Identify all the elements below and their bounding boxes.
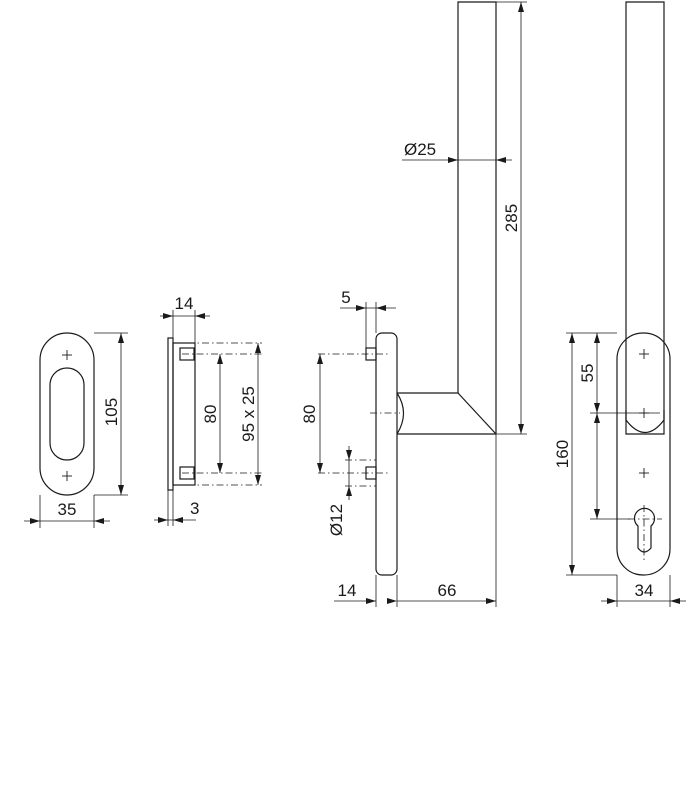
dim-label-bar-diameter: Ø25: [404, 140, 436, 159]
dim-label-plate-width: 34: [635, 581, 654, 600]
dim-label-plate-upper: 55: [578, 364, 597, 383]
dim-label-screw-diameter: Ø12: [327, 504, 346, 536]
dim-label-handle-holes: 80: [300, 405, 319, 424]
dim-label-handle-projection: 66: [438, 581, 457, 600]
plus-mark-top: [62, 350, 72, 360]
keyhole-cutout: [633, 507, 656, 553]
dim-label-side-holes: 80: [201, 405, 220, 424]
dim-label-oval-width: 35: [58, 500, 77, 519]
dim-label-side-gap: 3: [190, 499, 199, 518]
dim-label-oval-height: 105: [102, 398, 121, 426]
dim-label-bar-height: 285: [502, 204, 521, 232]
handle-front-view: 55 160 34: [553, 1, 686, 607]
dim-label-handle-offset: 5: [341, 288, 350, 307]
plus-mark-bottom: [62, 471, 72, 481]
oval-rosette-outline: [39, 332, 95, 496]
handle-backplate: [375, 332, 398, 576]
oval-rosette-view: 105 35: [24, 332, 128, 528]
dim-label-side-size: 95 x 25: [239, 386, 258, 442]
front-plus-bottom: [639, 468, 649, 478]
dim-label-side-thickness: 14: [175, 294, 194, 313]
rosette-side-view: 14 3 80 95 x 25: [154, 294, 262, 526]
dim-label-plate-center: 160: [553, 440, 572, 468]
front-plus-top: [639, 349, 649, 359]
side-plate: [167, 337, 174, 491]
handle-body: [397, 1, 497, 435]
side-body: [172, 342, 196, 486]
front-bar: [625, 1, 665, 435]
handle-side-view: 5 80 Ø12 Ø25 285 14 66: [300, 1, 527, 607]
dim-label-plate-depth: 14: [338, 581, 357, 600]
oval-rosette-slot: [49, 367, 85, 461]
front-plate: [616, 332, 671, 576]
